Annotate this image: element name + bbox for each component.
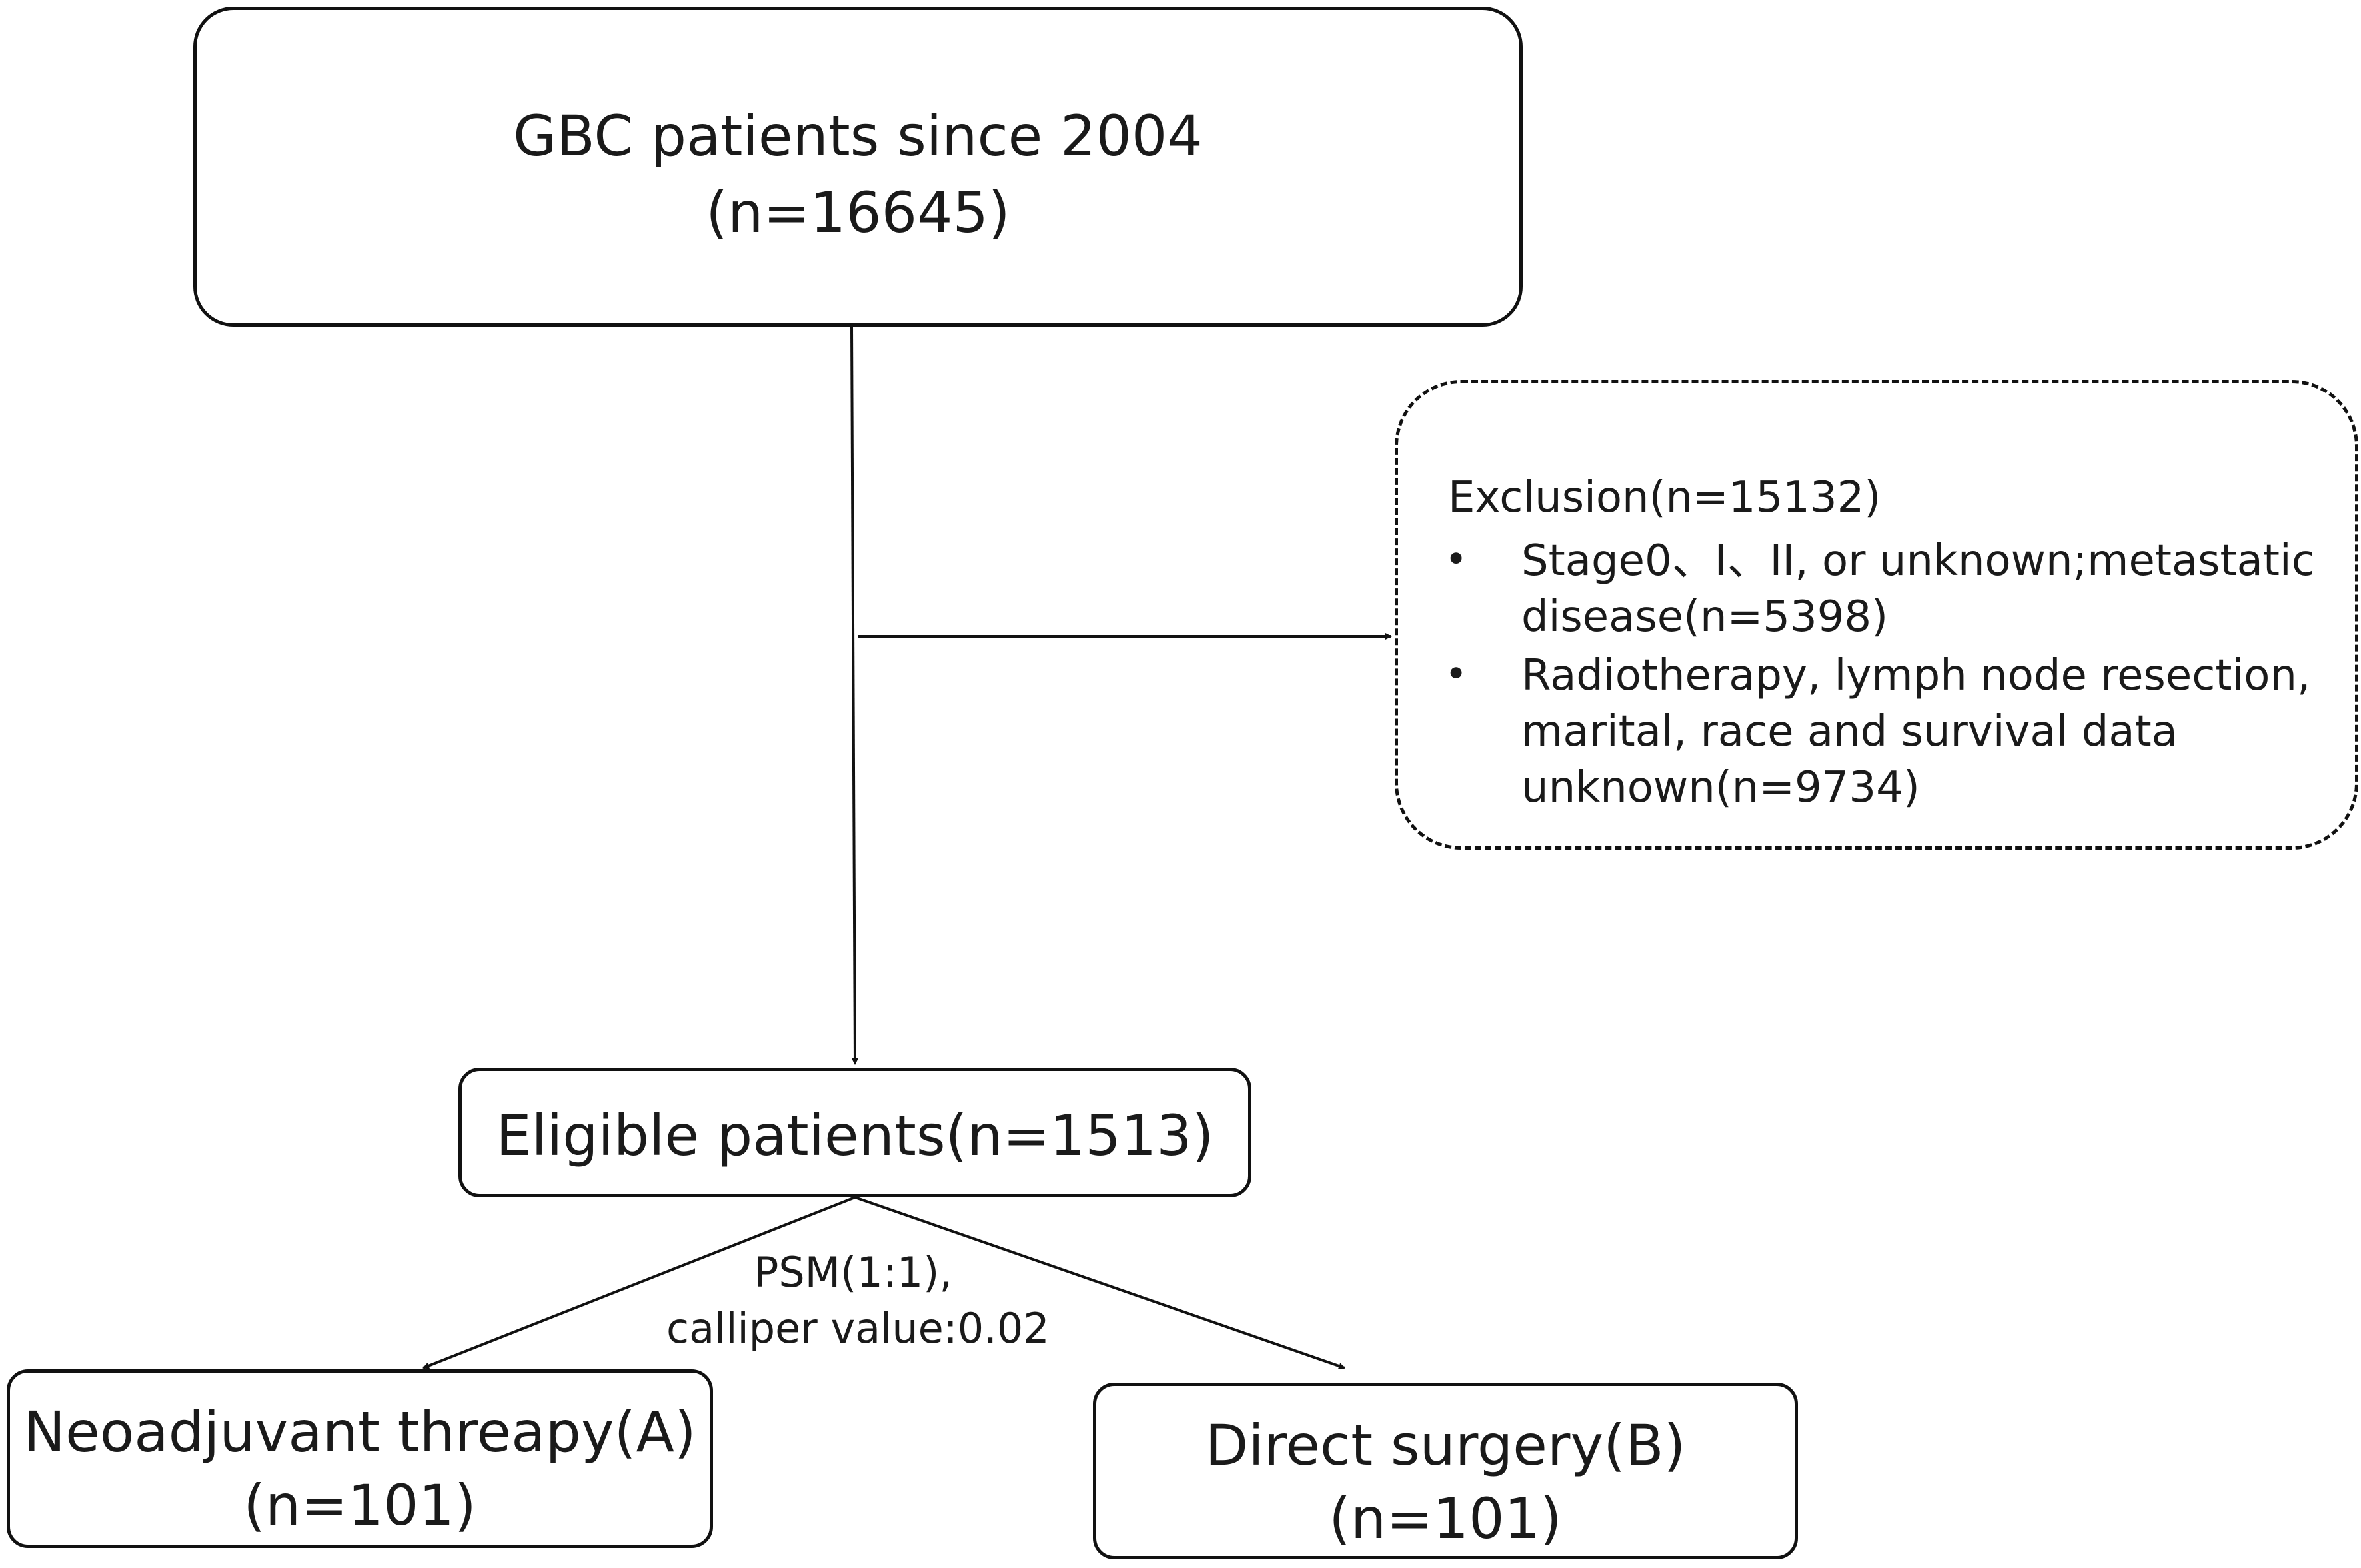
exclusion-box: Exclusion(n=15132) • Stage0、I、II, or unk… [1395,380,2358,850]
group-a-box: Neoadjuvant threapy(A) (n=101) [7,1369,713,1548]
exclusion-item-data: Radiotherapy, lymph node resection, mari… [1521,648,2310,816]
exclusion-item-stage: Stage0、I、II, or unknown;metastatic disea… [1521,533,2315,645]
psm-line1: PSM(1:1), [753,1248,953,1297]
eligible-box: Eligible patients(n=1513) [458,1068,1251,1197]
exclusion-title: Exclusion(n=15132) [1448,473,1881,522]
arrow-eligible-to-group-a [422,1196,856,1369]
group-a-title: Neoadjuvant threapy(A) [23,1399,696,1465]
group-b-box: Direct surgery(B) (n=101) [1093,1383,1798,1559]
psm-label: PSM(1:1), calliper value:0.02 [666,1245,1050,1357]
group-a-count: (n=101) [243,1473,476,1538]
exclusion-item-stage-line2: disease(n=5398) [1521,592,1889,642]
bullet-icon: • [1445,651,1468,696]
exclusion-item-data-line1: Radiotherapy, lymph node resection, [1521,651,2311,700]
bullet-icon: • [1445,536,1468,582]
group-b-count: (n=101) [1329,1486,1562,1551]
exclusion-item-data-line3: unknown(n=9734) [1521,763,1920,812]
group-b-title: Direct surgery(B) [1205,1413,1686,1478]
exclusion-item-data-line2: marital, race and survival data [1521,707,2178,756]
start-box: GBC patients since 2004 (n=16645) [193,7,1523,327]
arrow-start-to-eligible [850,326,858,1065]
eligible-label: Eligible patients(n=1513) [496,1103,1214,1168]
start-count: (n=16645) [706,180,1010,245]
psm-line2: calliper value:0.02 [666,1304,1050,1353]
exclusion-item-stage-line1: Stage0、I、II, or unknown;metastatic [1521,536,2315,586]
start-title: GBC patients since 2004 [513,103,1203,169]
arrow-eligible-to-group-b [854,1196,1345,1369]
